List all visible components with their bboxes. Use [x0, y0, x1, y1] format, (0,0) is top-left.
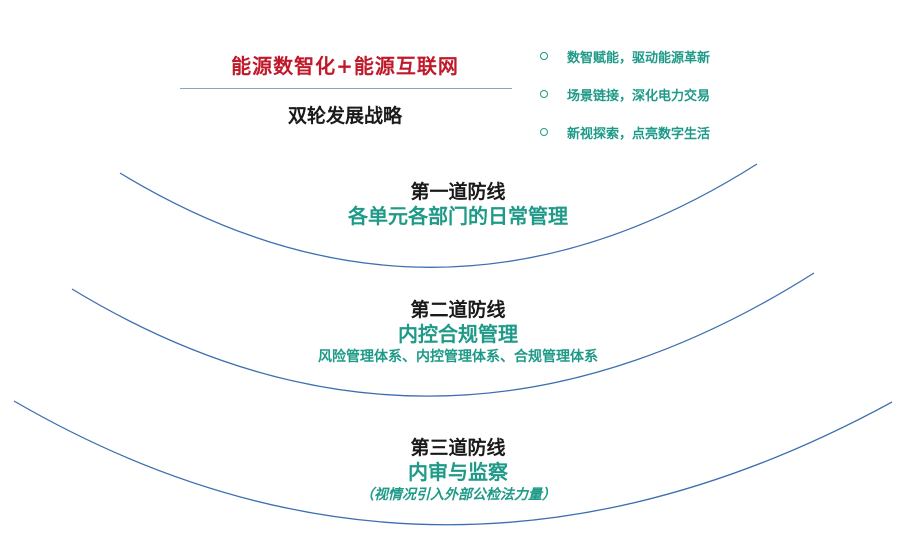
strategy-bullet-text: 数智赋能，驱动能源革新: [567, 50, 711, 66]
ring-bullet-icon: [540, 90, 548, 98]
strategy-subtitle: 双轮发展战略: [287, 105, 402, 127]
defense-line-title: 第二道防线: [410, 299, 506, 321]
defense-line-3: 第三道防线 内审与监察 （视情况引入外部公检法力量）: [158, 436, 758, 505]
strategy-divider: [180, 88, 512, 89]
ring-bullet-icon: [540, 128, 548, 136]
strategy-bullet-text: 场景链接，深化电力交易: [567, 88, 711, 104]
defense-line-2: 第二道防线 内控合规管理 风险管理体系、内控管理体系、合规管理体系: [158, 298, 758, 367]
defense-line-main: 各单元各部门的日常管理: [348, 204, 568, 228]
strategy-bullet: 场景链接，深化电力交易: [540, 75, 710, 113]
defense-line-title: 第三道防线: [410, 437, 506, 459]
defense-line-1: 第一道防线 各单元各部门的日常管理: [158, 180, 758, 229]
strategy-bullet-list: 数智赋能，驱动能源革新 场景链接，深化电力交易 新视探索，点亮数字生活: [540, 37, 710, 151]
strategy-title: 能源数智化+能源互联网: [231, 54, 459, 78]
strategy-bullet: 数智赋能，驱动能源革新: [540, 37, 710, 75]
arc-second-line: [71, 272, 815, 397]
ring-bullet-icon: [540, 52, 548, 60]
arc-third-line: [13, 400, 893, 526]
defense-line-detail: 风险管理体系、内控管理体系、合规管理体系: [318, 349, 598, 365]
strategy-bullet-text: 新视探索，点亮数字生活: [567, 126, 711, 142]
defense-line-main: 内审与监察: [408, 460, 508, 484]
defense-line-detail: （视情况引入外部公检法力量）: [360, 487, 556, 503]
defense-line-main: 内控合规管理: [398, 322, 518, 346]
arc-first-line: [119, 163, 758, 268]
defense-line-title: 第一道防线: [410, 181, 506, 203]
strategy-bullet: 新视探索，点亮数字生活: [540, 113, 710, 151]
